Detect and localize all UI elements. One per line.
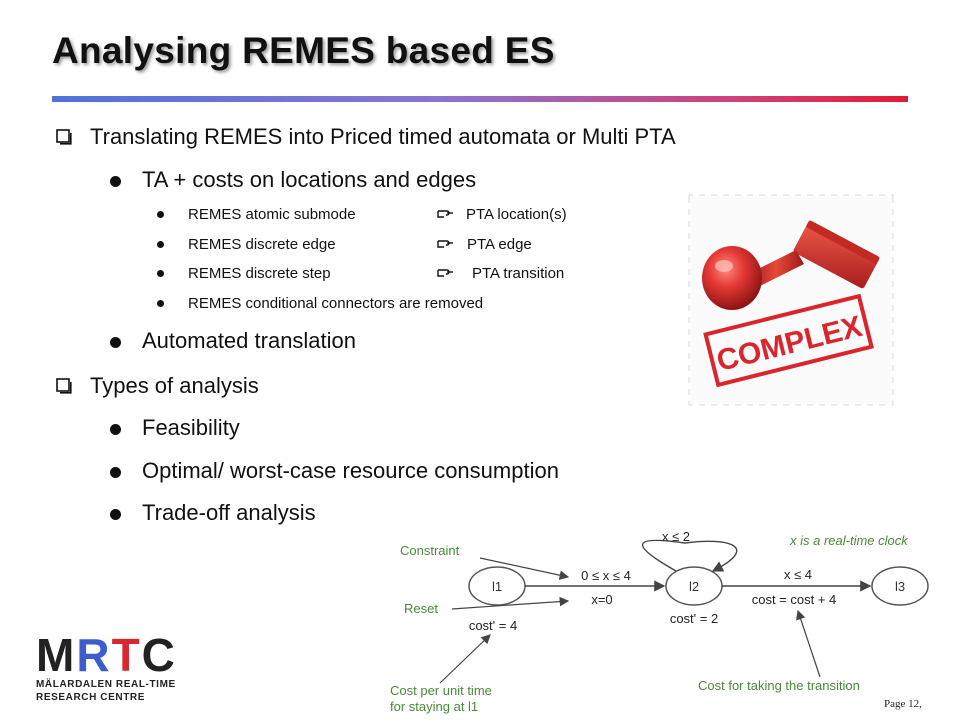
sub-bullet-item: REMES conditional connectors are removed: [157, 295, 484, 312]
clock-annotation: x is a real-time clock: [789, 533, 909, 548]
bullet-item: Trade-off analysis: [110, 500, 316, 526]
logo-letter: C: [141, 629, 177, 681]
bullet-item: Automated translation: [110, 328, 357, 354]
location-node-l3: [871, 566, 929, 606]
edge2-cost-label: cost = cost + 4: [752, 592, 837, 607]
dot-bullet-icon: [110, 467, 121, 478]
dot-bullet-icon: [110, 424, 121, 435]
logo-letter: R: [76, 629, 112, 681]
cost-transition-annotation: Cost for taking the transition: [698, 678, 860, 693]
dot-bullet-icon: [110, 337, 121, 348]
pointer-arrow: [796, 609, 821, 678]
slide-title: Analysing REMES based ES: [52, 30, 555, 71]
bullet-item: Translating REMES into Priced timed auto…: [56, 124, 676, 150]
constraint-annotation: Constraint: [400, 543, 460, 558]
self-loop-l2: [641, 539, 738, 572]
bullet-text: Feasibility: [142, 415, 240, 440]
pointing-hand-icon: [437, 240, 453, 248]
bullet-item: Feasibility: [110, 415, 240, 441]
checkbox-bullet-icon: [56, 129, 72, 145]
logo-letter: M: [36, 629, 77, 681]
loop-guard-label: x ≤ 2: [662, 529, 690, 544]
node-label: l3: [895, 579, 905, 594]
dot-bullet-icon: [110, 176, 121, 187]
pointer-arrow: [451, 596, 570, 610]
title-divider: [52, 96, 908, 102]
bullet-text: TA + costs on locations and edges: [142, 167, 477, 192]
pta-diagram: l1 l2 l3 x ≤ 2 0 ≤ x ≤ 4 x=0 x ≤ 4 cost …: [390, 529, 929, 714]
pointing-hand-icon: [437, 210, 453, 218]
bullet-text: Automated translation: [142, 328, 357, 353]
logo-letter: T: [111, 629, 142, 681]
dot-bullet-icon: [157, 211, 164, 218]
sub-bullet-left: REMES discrete edge: [188, 236, 336, 253]
sub-bullet-item: REMES discrete step: [157, 265, 331, 282]
sub-bullet-right: PTA edge: [467, 236, 532, 253]
node-label: l2: [689, 579, 699, 594]
checkbox-bullet-icon: [56, 378, 72, 394]
logo-wordmark: MRTC: [36, 632, 206, 678]
pointer-arrow: [439, 634, 491, 684]
l1-rate-label: cost' = 4: [469, 618, 517, 633]
reset-annotation: Reset: [404, 601, 438, 616]
sub-bullet-item: REMES atomic submode: [157, 206, 356, 223]
edge1-guard-label: 0 ≤ x ≤ 4: [581, 568, 631, 583]
edge2-guard-label: x ≤ 4: [784, 567, 812, 582]
mrtc-logo: MRTC MÄLARDALEN REAL-TIME RESEARCH CENTR…: [36, 632, 206, 704]
dot-bullet-icon: [110, 509, 121, 520]
sub-bullet-right: PTA transition: [472, 265, 565, 282]
logo-line: MÄLARDALEN REAL-TIME: [36, 679, 176, 690]
bullet-text: Trade-off analysis: [142, 500, 316, 525]
pointing-hand-icon: [437, 269, 453, 277]
dot-bullet-icon: [157, 300, 164, 307]
bullet-item: TA + costs on locations and edges: [110, 167, 477, 193]
bullet-text: Optimal/ worst-case resource consumption: [142, 458, 559, 483]
sub-bullet-left: REMES atomic submode: [188, 206, 356, 223]
sub-bullet-right: PTA location(s): [466, 206, 567, 223]
perforation-edge: [686, 192, 896, 408]
bullet-text: Types of analysis: [90, 373, 259, 398]
edge1-reset-label: x=0: [591, 592, 612, 607]
complex-stamp-image: COMPLEX: [686, 192, 896, 408]
node-label: l1: [492, 579, 502, 594]
cost-unit-annotation: for staying at l1: [390, 699, 478, 714]
bullet-item: Types of analysis: [56, 373, 259, 399]
bullet-item: Optimal/ worst-case resource consumption: [110, 458, 559, 484]
dot-bullet-icon: [157, 241, 164, 248]
cost-unit-annotation: Cost per unit time: [390, 683, 492, 698]
l2-rate-label: cost' = 2: [670, 611, 718, 626]
sub-bullet-item: REMES discrete edge: [157, 236, 336, 253]
dot-bullet-icon: [157, 270, 164, 277]
bullet-text: Translating REMES into Priced timed auto…: [90, 124, 676, 149]
bullet-text: REMES conditional connectors are removed: [188, 295, 484, 312]
pointer-arrow: [479, 557, 570, 580]
page-number: Page 12,: [884, 698, 922, 710]
sub-bullet-left: REMES discrete step: [188, 265, 331, 282]
logo-line: RESEARCH CENTRE: [36, 692, 146, 703]
